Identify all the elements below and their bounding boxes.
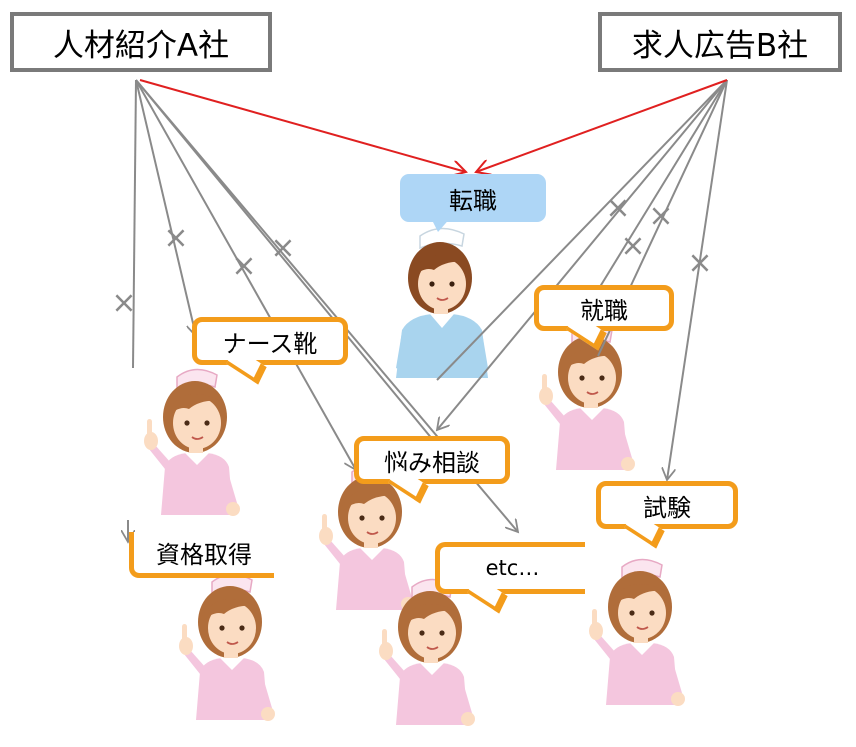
- arrow-a-to-left-nurse: [132, 79, 137, 369]
- bubble-certification-label: 資格取得: [156, 541, 252, 569]
- bubble-shushoku-label: 就職: [580, 296, 628, 325]
- bubble-tenshoku-tail: [430, 216, 452, 232]
- cross-mark: ×: [231, 249, 256, 284]
- bubble-nurse-shoes: ナース靴: [192, 317, 348, 385]
- nurse-figure-bottom-right: [588, 558, 686, 707]
- cross-marks: ××××××××: [111, 191, 712, 321]
- nurse-figure-main: [395, 227, 489, 379]
- arrow-a-to-nurse-shoes: [135, 79, 196, 336]
- arrow-b-to-consult: [437, 79, 728, 430]
- arrow-b-to-exam: [667, 79, 728, 480]
- bubble-etc-label: etc…: [485, 556, 540, 580]
- cross-mark: ×: [687, 246, 712, 281]
- cross-mark: ×: [620, 229, 645, 264]
- arrow-a-to-consult: [135, 79, 356, 470]
- nurse-figure-bottom-left: [178, 573, 276, 722]
- bubble-exam-label: 試験: [643, 493, 691, 522]
- arrow-b-to-main: [436, 79, 728, 381]
- arrows-company-b: [436, 79, 728, 480]
- nurse-figure-right: [538, 323, 636, 472]
- cross-mark: ×: [270, 231, 295, 266]
- company-b-box: 求人広告B社: [598, 12, 842, 72]
- arrow-a-to-consult-2: [135, 79, 434, 441]
- bubble-etc: etc…: [435, 542, 585, 614]
- bubble-tenshoku: 転職: [400, 174, 546, 232]
- cross-mark: ×: [605, 191, 630, 226]
- company-a-label: 人材紹介A社: [52, 27, 230, 64]
- bubble-shushoku: 就職: [534, 285, 674, 351]
- bubble-consult: 悩み相談: [354, 436, 510, 504]
- cross-mark: ×: [648, 199, 673, 234]
- bubble-exam: 試験: [596, 481, 738, 549]
- bubble-tenshoku-label: 転職: [449, 186, 497, 215]
- arrow-b-to-shushoku: [597, 79, 728, 291]
- cross-mark: ×: [111, 286, 136, 321]
- red-arrow-b-to-tenshoku: [476, 79, 728, 172]
- company-b-label: 求人広告B社: [631, 27, 809, 64]
- red-arrow-a-to-tenshoku: [139, 79, 466, 172]
- cross-mark: ×: [163, 221, 188, 256]
- bubble-certification: 資格取得: [129, 532, 274, 578]
- arrows-target: [139, 79, 728, 172]
- company-a-box: 人材紹介A社: [10, 12, 272, 72]
- nurse-figure-left: [143, 368, 241, 517]
